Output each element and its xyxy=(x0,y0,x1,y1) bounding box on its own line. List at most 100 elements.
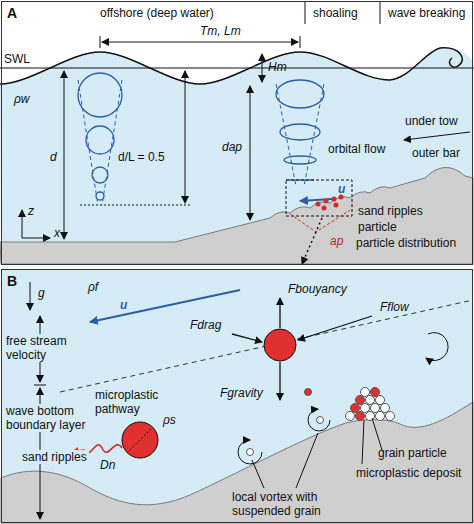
diagram-label: Fbouyancy xyxy=(288,282,347,296)
diagram-label: x xyxy=(54,226,60,240)
diagram-label: Fgravity xyxy=(220,386,263,400)
diagram-label: Fflow xyxy=(380,300,409,314)
circle-shape xyxy=(366,396,375,405)
diagram-label: local vortex with suspended grain xyxy=(232,490,342,518)
diagram-label: shoaling xyxy=(313,6,358,20)
circle-shape xyxy=(264,329,296,361)
line-shape xyxy=(100,36,101,48)
line-shape xyxy=(404,132,470,140)
line-shape xyxy=(286,179,314,180)
circle-shape xyxy=(381,404,390,413)
circle-shape xyxy=(361,404,370,413)
line-shape xyxy=(34,385,46,386)
ellipse-shape xyxy=(276,80,324,108)
circle-shape xyxy=(376,396,385,405)
circle-shape xyxy=(346,412,355,421)
diagram-label: ρs xyxy=(163,413,176,427)
line-shape xyxy=(22,238,50,239)
circle-shape xyxy=(78,73,122,117)
circle-shape xyxy=(334,203,339,208)
circle-shape xyxy=(371,404,380,413)
diagram-label: z xyxy=(28,204,34,218)
line-shape xyxy=(302,218,322,264)
line-shape xyxy=(250,86,251,220)
diagram-label: offshore (deep water) xyxy=(100,6,214,20)
panel-frame: A xyxy=(1,1,473,265)
circle-shape xyxy=(371,388,380,397)
diagram-label: particle distribution xyxy=(356,236,456,250)
circle-shape xyxy=(332,197,337,202)
circle-shape xyxy=(386,412,395,421)
panel-b-art xyxy=(1,269,473,523)
diagram-label: microplastic pathway xyxy=(95,388,175,416)
diagram-label: u xyxy=(120,298,127,312)
line-shape xyxy=(279,298,280,328)
line-shape xyxy=(232,334,262,342)
line-shape xyxy=(296,433,318,488)
line-shape xyxy=(380,2,381,24)
path-shape xyxy=(238,440,262,464)
path-shape xyxy=(0,48,473,264)
diagram-label: wave bottom boundary layer xyxy=(4,404,92,432)
circle-shape xyxy=(86,126,114,154)
line-shape xyxy=(305,2,306,24)
line-shape xyxy=(30,282,31,310)
circle-shape xyxy=(356,412,365,421)
line-shape xyxy=(80,205,190,206)
diagram-label: ρw xyxy=(14,92,30,106)
panel-letter: B xyxy=(7,273,17,289)
line-shape xyxy=(298,316,372,340)
diagram-label: ρf xyxy=(88,280,98,294)
circle-shape xyxy=(322,206,327,211)
diagram-label: SWL xyxy=(4,52,30,66)
line-shape xyxy=(102,80,122,205)
diagram-label: d/L = 0.5 xyxy=(118,150,165,164)
diagram-label: microplastic deposit xyxy=(356,466,461,480)
line-shape xyxy=(127,427,153,453)
line-shape xyxy=(252,460,264,488)
diagram-label: Fdrag xyxy=(190,318,221,332)
circle-shape xyxy=(96,192,104,200)
diagram-label: dap xyxy=(222,140,242,154)
line-shape xyxy=(0,67,474,68)
circle-shape xyxy=(305,389,312,396)
line-shape xyxy=(279,362,280,400)
diagram-label: ap xyxy=(330,234,343,248)
diagram-label: grain particle xyxy=(378,446,447,460)
rect-shape xyxy=(286,180,352,216)
line-shape xyxy=(90,290,240,322)
diagram-label: Dn xyxy=(100,458,115,472)
path-shape xyxy=(426,333,448,361)
line-shape xyxy=(60,300,473,392)
circle-shape xyxy=(122,422,158,458)
line-shape xyxy=(262,54,263,82)
diagram-label: d xyxy=(50,150,57,164)
line-shape xyxy=(185,71,186,203)
path-shape xyxy=(0,167,473,264)
diagram-label: g xyxy=(38,286,45,300)
diagram-label: Tm, Lm xyxy=(200,24,241,38)
diagram-label: Hm xyxy=(268,60,287,74)
ellipse-shape xyxy=(284,156,316,164)
circle-shape xyxy=(324,199,329,204)
line-shape xyxy=(102,42,298,43)
circle-shape xyxy=(247,449,254,456)
circle-shape xyxy=(366,412,375,421)
path-shape xyxy=(290,210,350,232)
rect-shape xyxy=(1,269,473,523)
path-shape xyxy=(308,409,330,431)
diagram-label: orbital flow xyxy=(328,142,385,156)
circle-shape xyxy=(376,412,385,421)
line-shape xyxy=(372,418,382,450)
diagram-label: sand ripples xyxy=(358,204,423,218)
line-shape xyxy=(276,84,296,186)
circle-shape xyxy=(316,202,321,207)
line-shape xyxy=(64,71,65,239)
path-shape xyxy=(1,402,473,523)
circle-shape xyxy=(356,396,365,405)
line-shape xyxy=(22,210,23,238)
diagram-label: sand ripples xyxy=(20,450,89,464)
path-shape xyxy=(0,48,462,84)
diagram-label: free stream velocity xyxy=(4,334,92,362)
